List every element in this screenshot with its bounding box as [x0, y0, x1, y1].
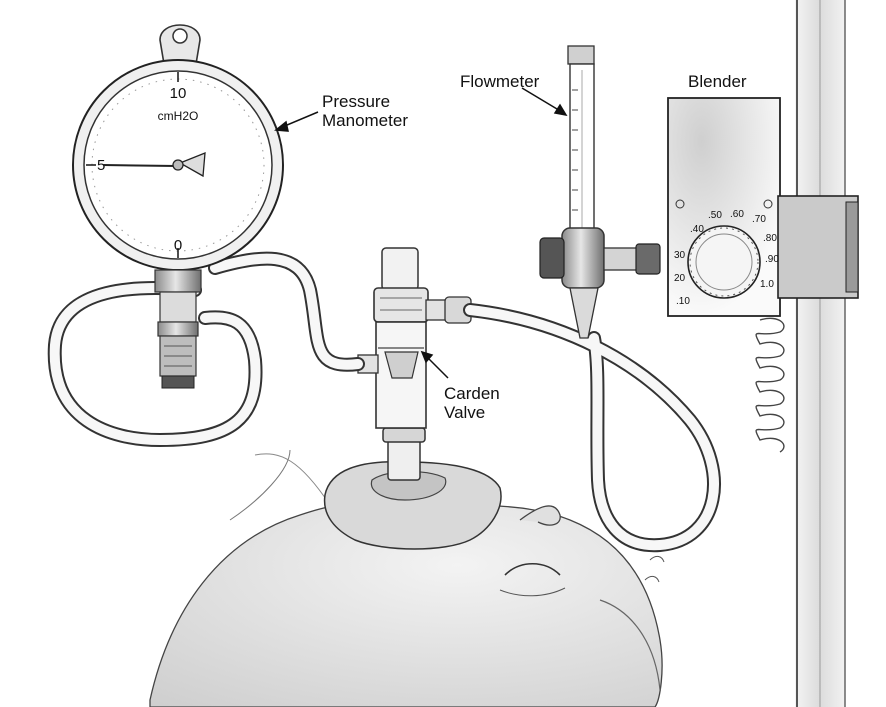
blender-tick-70: .70 — [752, 214, 766, 225]
manometer-tick-0: 0 — [174, 237, 182, 254]
blender-tick-30: 30 — [674, 250, 686, 261]
label-blender: Blender — [688, 72, 747, 91]
coiled-cord — [756, 318, 784, 452]
blender-tick-100: 1.0 — [760, 279, 774, 290]
blender-tick-80: .80 — [763, 233, 777, 244]
label-flowmeter: Flowmeter — [460, 72, 539, 91]
blender-tick-20: 20 — [674, 273, 686, 284]
manometer-unit: cmH2O — [158, 109, 199, 123]
label-pressure: Pressure — [322, 92, 408, 111]
blender-tick-40: .40 — [690, 224, 704, 235]
label-pressure-manometer: Pressure Manometer — [322, 92, 408, 130]
label-carden-valve: Carden Valve — [444, 384, 500, 422]
blender-tick-60: .60 — [730, 209, 744, 220]
blender-tick-90: .90 — [765, 254, 779, 265]
wall-rail — [795, 0, 845, 707]
manometer-tick-10: 10 — [170, 85, 187, 102]
blender-tick-10: .10 — [676, 296, 690, 307]
blender-tick-50: .50 — [708, 210, 722, 221]
face-mask — [325, 428, 501, 549]
label-carden: Carden — [444, 384, 500, 403]
label-manometer: Manometer — [322, 111, 408, 130]
label-valve: Valve — [444, 403, 500, 422]
flowmeter — [540, 46, 660, 338]
